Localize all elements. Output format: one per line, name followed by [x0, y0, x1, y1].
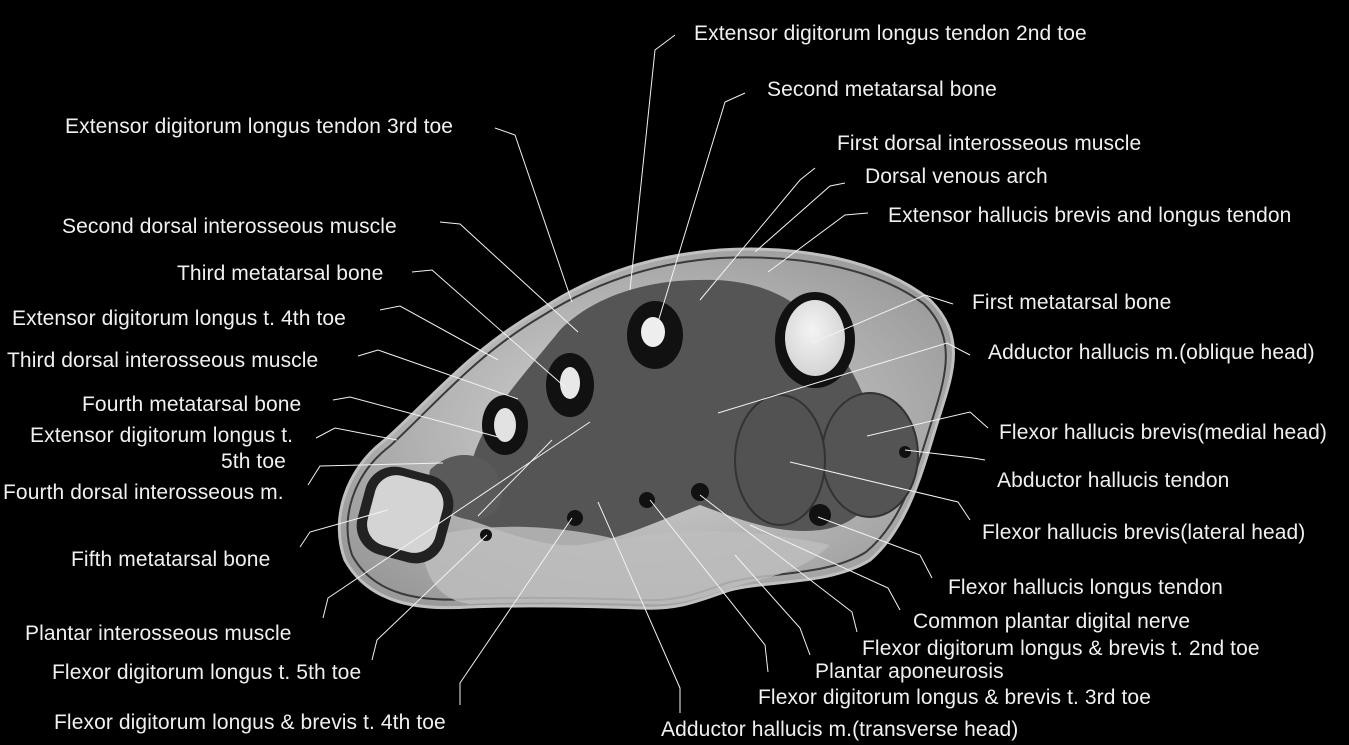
leader-fdl-2nd — [699, 494, 858, 633]
leader-edl-3rd — [494, 127, 573, 303]
leader-fdl-4th — [459, 517, 573, 705]
leader-fhb-medial — [866, 411, 989, 437]
label-third-dorsal-interosseous: Third dorsal interosseous muscle — [7, 349, 319, 372]
leader-third-mt — [411, 269, 566, 388]
label-fhb-lateral-head: Flexor hallucis brevis(lateral head) — [982, 521, 1306, 544]
leader-plantar-aponeurosis — [734, 554, 811, 656]
label-first-dorsal-interosseous: First dorsal interosseous muscle — [837, 132, 1142, 155]
label-edl-tendon-3rd-toe: Extensor digitorum longus tendon 3rd toe — [65, 115, 454, 138]
label-dorsal-venous-arch: Dorsal venous arch — [865, 165, 1048, 188]
leader-dorsal-venous-arch — [754, 182, 846, 253]
leader-ehb-ehl — [767, 212, 869, 273]
leader-second-mt — [654, 92, 746, 333]
label-second-metatarsal-bone: Second metatarsal bone — [767, 78, 997, 101]
label-plantar-aponeurosis: Plantar aponeurosis — [815, 660, 1004, 683]
label-fdl-fdb-4th-toe: Flexor digitorum longus & brevis t. 4th … — [54, 711, 446, 734]
leader-common-nerve — [749, 524, 901, 611]
leader-first-mt — [811, 294, 954, 344]
leader-fourth-dorsal-int — [307, 462, 444, 486]
leader-fourth-mt — [332, 396, 499, 438]
label-edl-4th-toe: Extensor digitorum longus t. 4th toe — [12, 307, 346, 330]
leader-first-dorsal-int — [699, 167, 816, 301]
label-fourth-metatarsal-bone: Fourth metatarsal bone — [82, 393, 302, 416]
leader-fifth-mt — [299, 509, 389, 548]
label-adductor-hallucis-oblique: Adductor hallucis m.(oblique head) — [988, 341, 1315, 364]
leader-add-oblique — [717, 342, 971, 414]
label-fifth-metatarsal-bone: Fifth metatarsal bone — [71, 548, 271, 571]
leader-edl-4th — [379, 305, 499, 361]
leader-plantar-int — [322, 421, 591, 619]
label-fhb-medial-head: Flexor hallucis brevis(medial head) — [999, 421, 1327, 444]
label-abductor-hallucis-tendon: Abductor hallucis tendon — [997, 469, 1230, 492]
leader-fdl-5th — [371, 534, 488, 661]
leader-abd-tendon — [904, 449, 986, 461]
label-third-metatarsal-bone: Third metatarsal bone — [177, 262, 384, 285]
label-edl-tendon-2nd-toe: Extensor digitorum longus tendon 2nd toe — [694, 22, 1087, 45]
label-fdl-5th-toe: Flexor digitorum longus t. 5th toe — [52, 661, 362, 684]
leader-fdl-3rd — [649, 499, 769, 673]
label-edl-5th-toe-line2: 5th toe — [221, 450, 286, 473]
label-common-plantar-digital-nerve: Common plantar digital nerve — [913, 610, 1191, 633]
label-adductor-hallucis-transverse: Adductor hallucis m.(transverse head) — [661, 718, 1019, 741]
label-second-dorsal-interosseous: Second dorsal interosseous muscle — [62, 215, 397, 238]
label-plantar-interosseous: Plantar interosseous muscle — [25, 622, 292, 645]
leader-third-dorsal-int — [357, 349, 519, 400]
label-fdl-fdb-3rd-toe: Flexor digitorum longus & brevis t. 3rd … — [758, 686, 1151, 709]
leader-second-dorsal-int — [439, 221, 579, 333]
label-extensor-hallucis: Extensor hallucis brevis and longus tend… — [888, 204, 1292, 227]
leader-edl-5th — [315, 427, 398, 441]
leader-edl-2nd — [629, 34, 676, 291]
leader-fhb-lateral — [789, 461, 971, 521]
label-first-metatarsal-bone: First metatarsal bone — [972, 291, 1172, 314]
leader-add-transverse — [597, 501, 681, 713]
label-fourth-dorsal-interosseous: Fourth dorsal interosseous m. — [3, 481, 284, 504]
leader-fhl — [817, 516, 933, 579]
label-fhl-tendon: Flexor hallucis longus tendon — [948, 576, 1223, 599]
label-edl-5th-toe-line1: Extensor digitorum longus t. — [30, 424, 294, 447]
label-fdl-fdb-2nd-toe: Flexor digitorum longus & brevis t. 2nd … — [862, 637, 1260, 660]
